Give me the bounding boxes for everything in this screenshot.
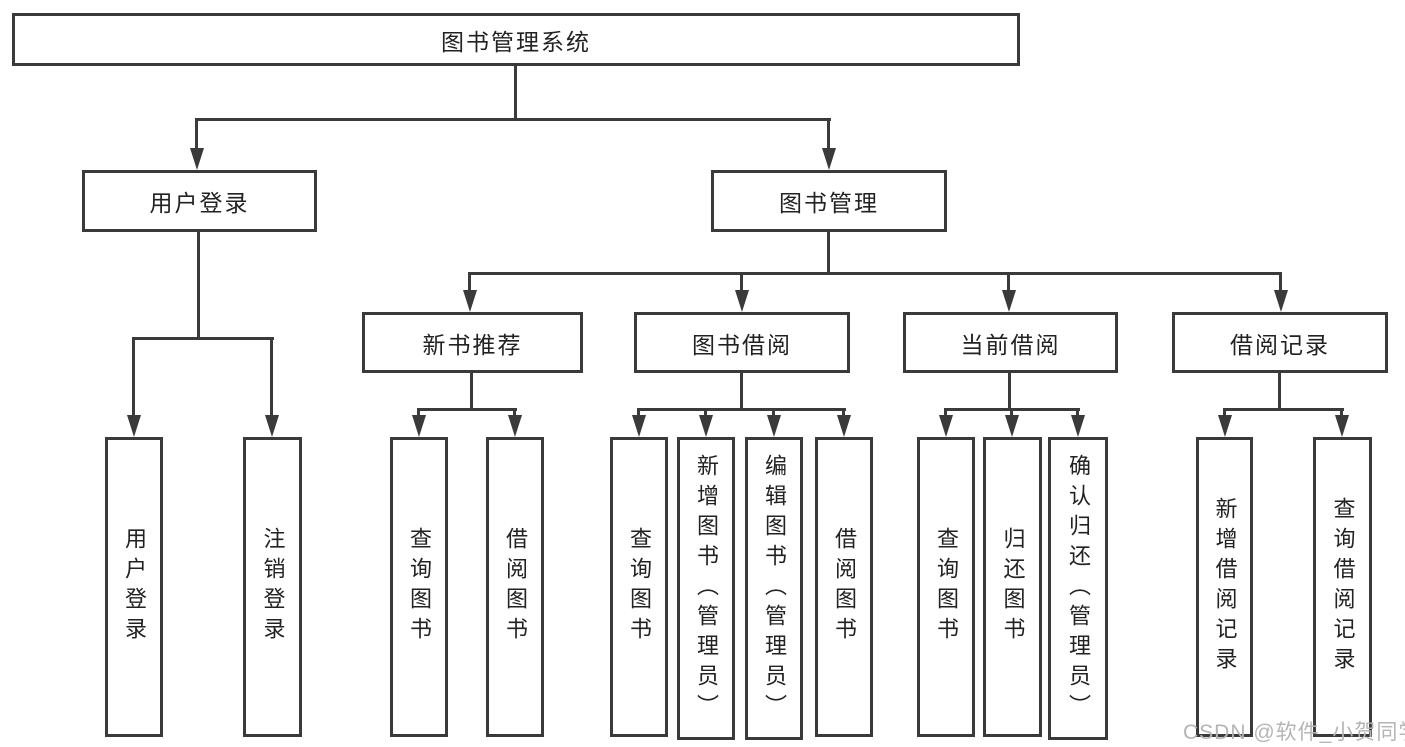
connector-hline: [468, 272, 1282, 275]
arrow-down-icon: [463, 290, 477, 312]
connector-hline: [418, 408, 517, 411]
connector-vline: [944, 408, 947, 419]
connector-vline: [514, 66, 517, 118]
leaf-query-books-current: 查询图书: [917, 437, 975, 737]
connector-vline: [1076, 408, 1079, 419]
leaf-borrow-books-recommend: 借阅图书: [486, 437, 544, 737]
connector-vline: [1278, 373, 1281, 410]
arrow-down-icon: [1335, 415, 1349, 437]
connector-vline: [417, 408, 420, 419]
connector-vline: [195, 118, 198, 152]
root-box-library-management-system: 图书管理系统: [12, 13, 1020, 66]
arrow-down-icon: [632, 415, 646, 437]
node-new-book-recommend: 新书推荐: [362, 312, 583, 373]
connector-hline: [196, 118, 831, 121]
leaf-query-books-borrowing: 查询图书: [610, 437, 668, 737]
node-book-borrowing: 图书借阅: [634, 312, 850, 373]
connector-vline: [1008, 373, 1011, 410]
arrow-down-icon: [1005, 415, 1019, 437]
leaf-query-books-recommend: 查询图书: [390, 437, 448, 737]
arrow-down-icon: [1002, 290, 1016, 312]
arrow-down-icon: [939, 415, 953, 437]
leaf-edit-book-admin: 编辑图书（管理员）: [745, 437, 803, 740]
connector-vline: [1007, 272, 1010, 294]
connector-hline: [638, 408, 846, 411]
arrow-down-icon: [767, 415, 781, 437]
connector-vline: [1340, 408, 1343, 419]
arrow-down-icon: [127, 415, 141, 437]
arrow-down-icon: [822, 148, 836, 170]
leaf-query-borrow-record: 查询借阅记录: [1313, 437, 1372, 737]
arrow-down-icon: [190, 148, 204, 170]
connector-vline: [132, 337, 135, 419]
connector-vline: [513, 408, 516, 419]
connector-hline: [945, 408, 1080, 411]
csdn-watermark: CSDN @软件_小贺同学: [1183, 721, 1405, 744]
arrow-down-icon: [508, 415, 522, 437]
connector-vline: [740, 272, 743, 294]
node-book-management: 图书管理: [711, 170, 947, 232]
leaf-borrow-books-borrowing: 借阅图书: [815, 437, 873, 737]
node-current-borrowing: 当前借阅: [903, 312, 1118, 373]
leaf-user-login: 用户登录: [105, 437, 163, 737]
connector-vline: [827, 118, 830, 152]
arrow-down-icon: [1274, 290, 1288, 312]
connector-vline: [468, 272, 471, 294]
connector-vline: [772, 408, 775, 419]
connector-vline: [827, 232, 830, 274]
node-user-login: 用户登录: [82, 170, 317, 232]
arrow-down-icon: [412, 415, 426, 437]
connector-vline: [842, 408, 845, 419]
arrow-down-icon: [1218, 415, 1232, 437]
connector-vline: [704, 408, 707, 419]
leaf-logout: 注销登录: [243, 437, 302, 737]
connector-vline: [1279, 272, 1282, 294]
leaf-add-book-admin: 新增图书（管理员）: [677, 437, 735, 740]
connector-vline: [270, 337, 273, 419]
connector-hline: [1224, 408, 1344, 411]
arrow-down-icon: [1071, 415, 1085, 437]
connector-vline: [470, 373, 473, 410]
node-borrowing-records: 借阅记录: [1172, 312, 1388, 373]
connector-vline: [197, 232, 200, 337]
connector-vline: [1010, 408, 1013, 419]
arrow-down-icon: [735, 290, 749, 312]
arrow-down-icon: [265, 415, 279, 437]
arrow-down-icon: [699, 415, 713, 437]
connector-vline: [740, 373, 743, 410]
arrow-down-icon: [837, 415, 851, 437]
leaf-confirm-return-admin: 确认归还（管理员）: [1048, 437, 1108, 740]
leaf-add-borrow-record: 新增借阅记录: [1196, 437, 1253, 737]
connector-hline: [133, 337, 274, 340]
leaf-return-books: 归还图书: [983, 437, 1042, 737]
connector-vline: [637, 408, 640, 419]
connector-vline: [1223, 408, 1226, 419]
